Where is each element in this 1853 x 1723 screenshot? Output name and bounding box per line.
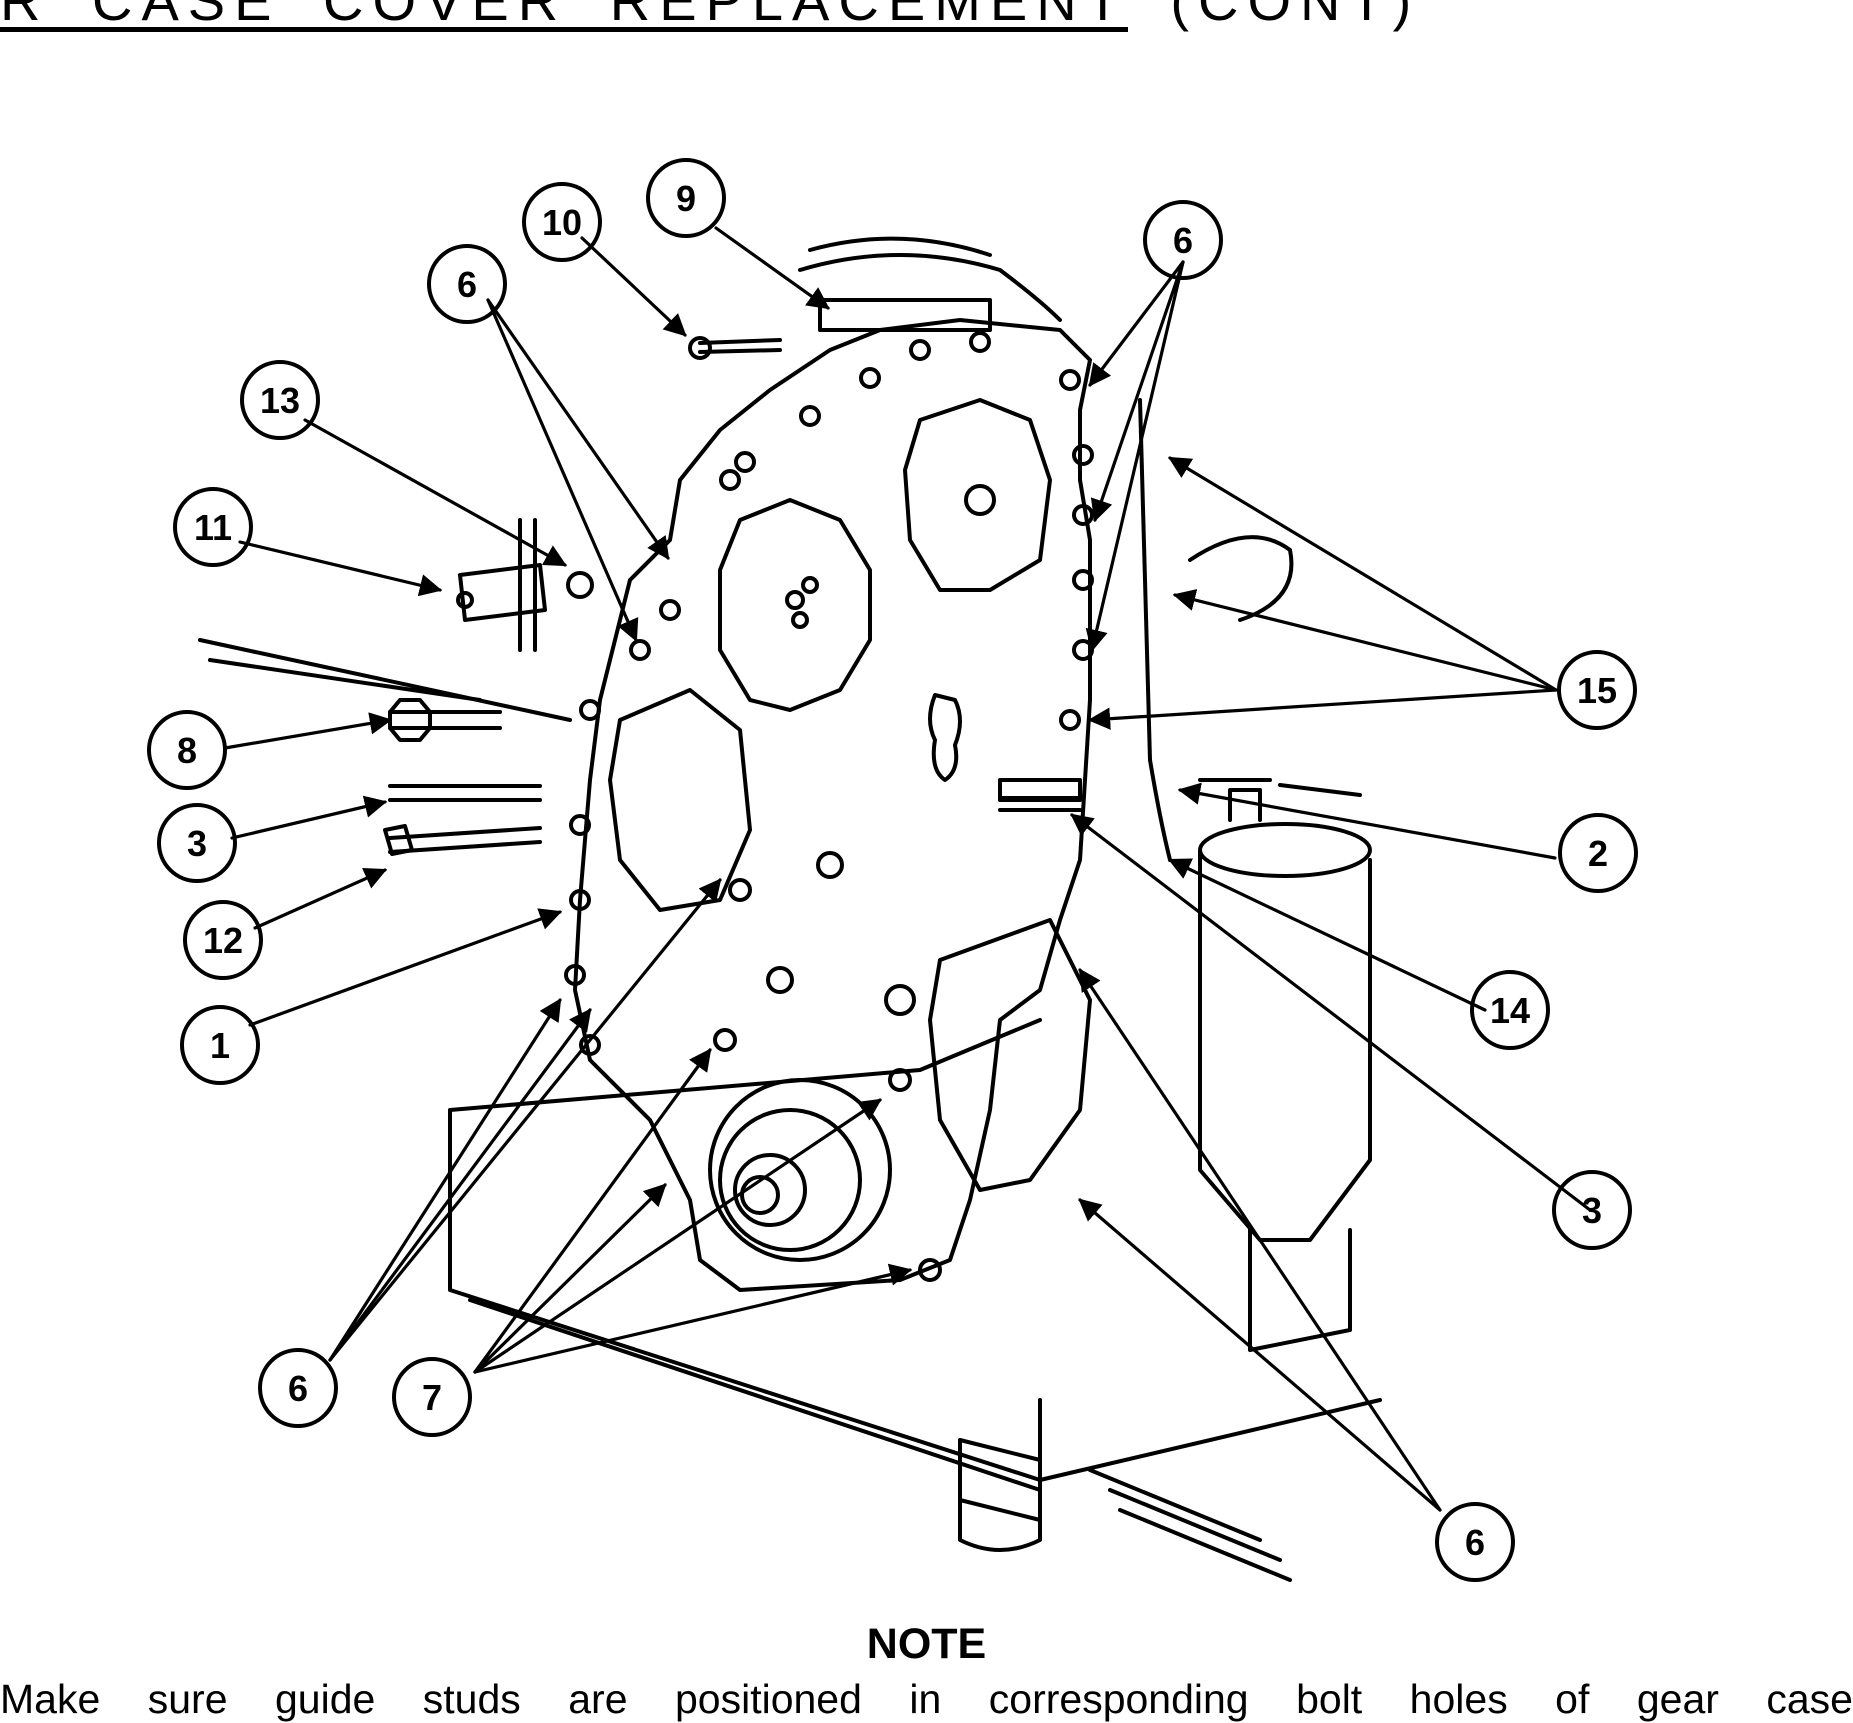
gear-case-cover bbox=[564, 318, 1094, 1292]
callout-11: 11 bbox=[173, 487, 253, 567]
callout-label: 6 bbox=[288, 1368, 308, 1409]
note-heading: NOTE bbox=[866, 1620, 987, 1668]
hardware bbox=[198, 336, 1082, 856]
callout-13: 13 bbox=[240, 360, 320, 440]
callout-label: 6 bbox=[1465, 1522, 1485, 1563]
mounting-frame bbox=[448, 1018, 1382, 1582]
title-underline bbox=[0, 27, 1128, 32]
callout-label: 6 bbox=[457, 264, 477, 305]
callout-label: 9 bbox=[676, 178, 696, 219]
callout-label: 7 bbox=[422, 1377, 442, 1418]
callout-2: 2 bbox=[1558, 813, 1638, 893]
callout-label: 12 bbox=[203, 920, 243, 961]
callout-8: 8 bbox=[147, 710, 227, 790]
callout-label: 3 bbox=[1582, 1190, 1602, 1231]
callout-14: 14 bbox=[1470, 970, 1550, 1050]
callout-7: 7 bbox=[392, 1357, 472, 1437]
callout-6: 6 bbox=[1435, 1502, 1515, 1582]
fuel-filter bbox=[1198, 778, 1372, 1242]
callout-1: 1 bbox=[180, 1005, 260, 1085]
callout-label: 2 bbox=[1588, 833, 1608, 874]
callout-label: 15 bbox=[1577, 670, 1617, 711]
callout-label: 6 bbox=[1173, 220, 1193, 261]
callout-label: 3 bbox=[187, 823, 207, 864]
leader-lines bbox=[223, 226, 1592, 1512]
callout-label: 11 bbox=[194, 507, 232, 548]
callout-label: 10 bbox=[542, 202, 582, 243]
callout-3: 3 bbox=[1552, 1170, 1632, 1250]
callout-3: 3 bbox=[157, 803, 237, 883]
wiring-harness bbox=[798, 236, 1294, 862]
callout-6: 6 bbox=[1143, 200, 1223, 280]
callout-label: 1 bbox=[210, 1025, 230, 1066]
callout-9: 9 bbox=[646, 158, 726, 238]
note-text: Make sure guide studs are positioned in … bbox=[0, 1676, 1853, 1722]
callout-12: 12 bbox=[183, 900, 263, 980]
callout-label: 8 bbox=[177, 730, 197, 771]
callout-6: 6 bbox=[258, 1348, 338, 1428]
callout-10: 10 bbox=[522, 182, 602, 262]
callout-label: 13 bbox=[260, 380, 300, 421]
callout-label: 14 bbox=[1490, 990, 1530, 1031]
callout-6: 6 bbox=[427, 244, 507, 324]
callout-15: 15 bbox=[1557, 650, 1637, 730]
page-title: R CASE COVER REPLACEMENT (CONT) bbox=[0, 0, 1421, 32]
